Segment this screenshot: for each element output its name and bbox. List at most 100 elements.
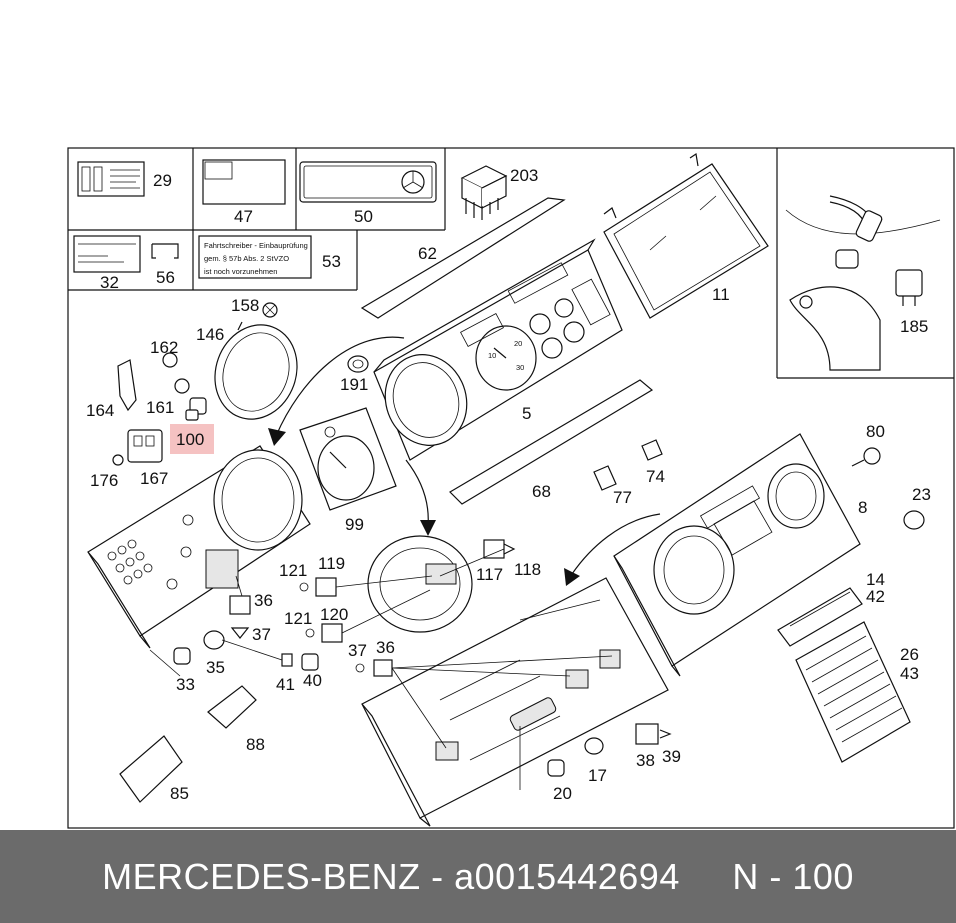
part-37-bulb xyxy=(230,627,250,639)
part-162-nut xyxy=(162,352,178,368)
part-11-glass xyxy=(603,152,769,319)
label-185: 185 xyxy=(900,317,928,336)
sticker-line-2: gem. § 57b Abs. 2 StVZO xyxy=(204,254,289,263)
part-77-clip xyxy=(593,465,617,491)
label-77: 77 xyxy=(613,488,632,507)
part-176-screw xyxy=(112,454,124,466)
part-8-instrument-cluster xyxy=(613,433,861,677)
part-50-plate xyxy=(299,161,437,203)
assembly-arrows xyxy=(268,336,661,586)
label-47: 47 xyxy=(234,207,253,226)
part-185-wiring-inset xyxy=(785,195,941,371)
part-100-lamp-socket xyxy=(185,397,207,421)
label-118: 118 xyxy=(514,560,541,579)
label-99: 99 xyxy=(345,515,364,534)
label-158: 158 xyxy=(231,296,259,315)
highlight-100 xyxy=(170,424,214,454)
label-120: 120 xyxy=(320,605,348,624)
part-36-socket-b xyxy=(373,659,393,677)
part-20-circuit-board xyxy=(361,577,669,827)
label-121b: 121 xyxy=(284,609,312,628)
label-56: 56 xyxy=(156,268,175,287)
label-162: 162 xyxy=(150,338,178,357)
label-33: 33 xyxy=(176,675,195,694)
label-39: 39 xyxy=(662,747,681,766)
part-5-instrument-housing: 10 20 30 xyxy=(373,238,623,461)
footer-part-number: MERCEDES-BENZ - a0015442694 N - 100 xyxy=(102,855,854,897)
part-56-clip xyxy=(151,243,179,259)
label-36a: 36 xyxy=(254,591,273,610)
label-35: 35 xyxy=(206,658,225,677)
label-62: 62 xyxy=(418,244,437,263)
label-176: 176 xyxy=(90,471,118,490)
label-146: 146 xyxy=(196,325,224,344)
part-146-ring xyxy=(214,321,298,420)
label-37a: 37 xyxy=(252,625,271,644)
label-37b: 37 xyxy=(348,641,367,660)
label-50: 50 xyxy=(354,207,373,226)
part-85-cover xyxy=(119,735,183,803)
part-161-washer xyxy=(174,378,190,394)
label-5: 5 xyxy=(522,404,531,423)
label-14: 14 xyxy=(866,570,885,589)
label-23: 23 xyxy=(912,485,931,504)
part-17-cap xyxy=(547,759,565,777)
label-26: 26 xyxy=(900,645,919,664)
label-36b: 36 xyxy=(376,638,395,657)
label-80: 80 xyxy=(866,422,885,441)
label-161: 161 xyxy=(146,398,174,417)
part-37-bulb-b xyxy=(355,663,365,673)
part-labels: 29 47 50 32 56 53 203 62 11 185 158 146 … xyxy=(86,166,931,803)
part-117-gauge-back xyxy=(367,535,473,633)
diagram-svg: Fahrtschreiber - Einbauprüfung gem. § 57… xyxy=(67,147,955,829)
part-40-cap xyxy=(301,653,319,671)
part-35-socket xyxy=(203,630,225,650)
part-33-cap xyxy=(173,647,191,665)
label-38: 38 xyxy=(636,751,655,770)
part-32-card xyxy=(73,235,141,273)
label-164: 164 xyxy=(86,401,114,420)
part-17-socket xyxy=(584,737,604,755)
label-167: 167 xyxy=(140,469,168,488)
part-167-switch xyxy=(127,429,163,463)
part-38-socket xyxy=(635,723,659,745)
label-42: 42 xyxy=(866,587,885,606)
sticker-line-3: ist noch vorzunehmen xyxy=(204,267,277,276)
part-29-booklet xyxy=(77,161,145,197)
part-80-screw xyxy=(851,447,881,467)
leader-lines xyxy=(149,575,521,790)
part-88-cover xyxy=(207,685,257,729)
part-53-sticker: Fahrtschreiber - Einbauprüfung gem. § 57… xyxy=(198,235,312,279)
label-43: 43 xyxy=(900,664,919,683)
part-99-speedometer xyxy=(299,407,397,511)
part-23-bulb xyxy=(903,510,925,530)
label-203: 203 xyxy=(510,166,538,185)
label-20: 20 xyxy=(553,784,572,803)
label-17: 17 xyxy=(588,766,607,785)
part-74-clip xyxy=(641,439,663,461)
part-14-42-sticker xyxy=(777,587,863,647)
part-41-bulb xyxy=(281,653,293,667)
part-36-socket xyxy=(229,595,251,615)
part-191-bulb xyxy=(347,355,369,373)
label-32: 32 xyxy=(100,273,119,292)
part-39-bulb xyxy=(659,729,672,739)
label-121a: 121 xyxy=(279,561,307,580)
part-26-43-sticker-sheet xyxy=(795,621,911,763)
part-203-connector xyxy=(460,165,508,220)
part-47-card xyxy=(202,159,286,205)
svg-text:30: 30 xyxy=(516,363,524,372)
label-8: 8 xyxy=(858,498,867,517)
label-41: 41 xyxy=(276,675,295,694)
label-74: 74 xyxy=(646,467,665,486)
label-100: 100 xyxy=(176,430,204,449)
label-191: 191 xyxy=(340,375,368,394)
label-68: 68 xyxy=(532,482,551,501)
footer-bar: MERCEDES-BENZ - a0015442694 N - 100 xyxy=(0,830,956,923)
label-117: 117 xyxy=(476,565,503,584)
label-53: 53 xyxy=(322,252,341,271)
part-119-socket xyxy=(299,577,337,597)
frame-lines xyxy=(67,147,955,829)
part-158-screw xyxy=(262,302,278,318)
label-40: 40 xyxy=(303,671,322,690)
